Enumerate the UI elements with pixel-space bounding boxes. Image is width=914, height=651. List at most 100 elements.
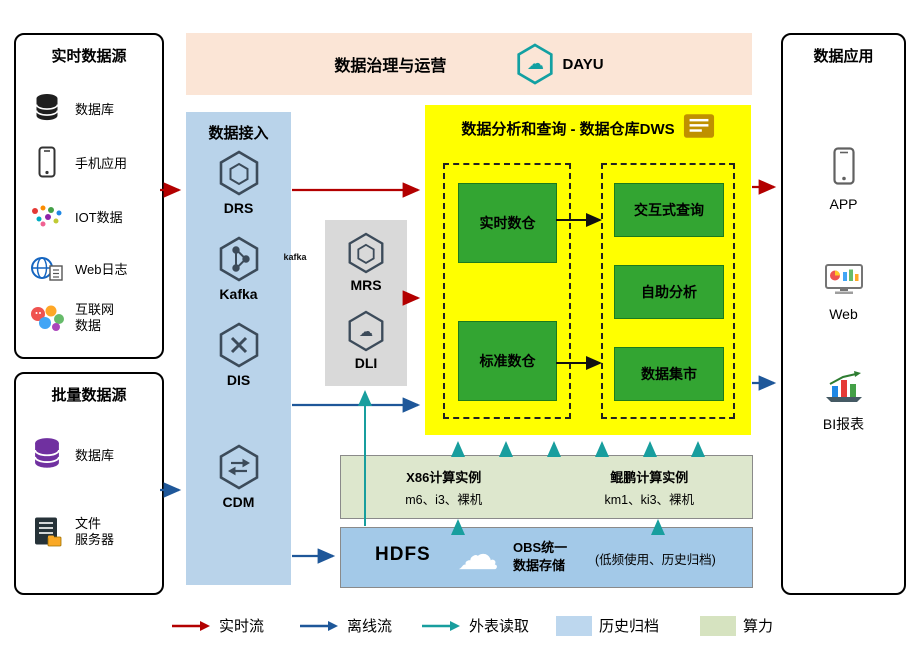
hdfs-label: HDFS [375,544,431,565]
phone-icon [28,146,66,178]
list-item-web-log: Web日志 [28,243,154,293]
item-label-line1: 互联网 [75,302,115,317]
standard-warehouse-box: 标准数仓 [458,321,557,401]
realtime-sources-title: 实时数据源 [51,48,127,65]
web-monitor-icon [824,263,864,300]
app-item-app: APP [783,147,904,212]
app-item-web: Web [783,263,904,322]
list-item-internet-data: 互联网 数据 [28,293,154,343]
functions-group: 交互式查询 自助分析 数据集市 [601,163,735,419]
offline-flow-arrow-icon [300,620,338,631]
database-icon [28,437,66,471]
legend-label: 实时流 [219,618,265,635]
x86-title: X86计算实例 [406,469,482,485]
obs-note: (低频使用、历史归档) [595,553,716,567]
legend-external-read: 外表读取 [422,615,529,636]
dis-label: DIS [226,372,251,388]
service-dli: ☁ [325,310,407,352]
web-label: Web [829,306,858,322]
dws-title: 数据分析和查询 - 数据仓库DWS [461,120,675,138]
item-label: 文件 服务器 [75,516,114,548]
list-item-mobile-app: 手机应用 [28,137,154,187]
service-drs [186,150,291,196]
list-item-database: 数据库 [28,426,154,482]
kafka-label: Kafka [219,286,258,302]
kafka-icon: kafka [218,236,307,282]
item-label: 手机应用 [75,155,128,171]
self-service-analysis-box: 自助分析 [614,265,724,319]
item-label: 数据库 [75,101,115,117]
kunpeng-spec: km1、ki3、裸机 [604,492,695,507]
item-label-line2: 数据 [75,318,102,333]
iot-icon [28,203,66,229]
app-label: APP [829,196,858,212]
app-phone-icon [832,147,855,190]
interactive-query-label: 交互式查询 [634,202,704,218]
kunpeng-instances: 鲲鹏计算实例 km1、ki3、裸机 [547,456,753,518]
external-read-arrow-icon [422,620,460,631]
x86-spec: m6、i3、裸机 [405,492,483,507]
legend-compute-power: 算力 [700,615,773,636]
item-label-line2: 服务器 [75,532,115,547]
dayu-cloud-glyph: ☁ [526,54,544,73]
standard-warehouse-label: 标准数仓 [479,353,536,369]
obs-cloud-icon: ☁ [457,531,499,578]
dws-icon [683,113,715,143]
cdm-icon [218,444,260,490]
obs-label-line2: 数据存储 [513,558,566,573]
legend-realtime-flow: 实时流 [172,615,264,636]
app-item-bi-report: BI报表 [783,371,904,434]
batch-sources-panel: 批量数据源 数据库 文件 服务器 [14,372,164,595]
dli-icon: ☁ [347,310,385,352]
governance-banner: 数据治理与运营 ☁ DAYU [186,33,752,95]
warehouse-group: 实时数仓 标准数仓 [443,163,571,419]
analytics-engines-box: MRS ☁ DLI [325,220,407,386]
list-item-file-server: 文件 服务器 [28,502,154,562]
service-kafka: kafka [186,236,307,282]
obs-label: OBS统一 数据存储 [513,539,567,575]
legend-history-archive: 历史归档 [556,615,659,636]
kafka-wordmark: kafka [283,252,307,262]
data-applications-title: 数据应用 [813,48,874,65]
dli-cloud-glyph: ☁ [359,322,373,339]
realtime-flow-arrow-icon [172,620,210,631]
compute-instances-strip: X86计算实例 m6、i3、裸机 鲲鹏计算实例 km1、ki3、裸机 [340,455,753,519]
internet-data-icon [28,304,66,332]
service-cdm [186,444,291,490]
obs-label-line1: OBS统一 [513,540,568,555]
batch-sources-title: 批量数据源 [51,387,127,404]
self-service-analysis-label: 自助分析 [641,284,697,300]
legend-offline-flow: 离线流 [300,615,392,636]
kunpeng-title: 鲲鹏计算实例 [610,469,689,485]
list-item-iot-data: IOT数据 [28,191,154,241]
storage-strip: HDFS ☁ OBS统一 数据存储 (低频使用、历史归档) [340,527,753,588]
bi-report-label: BI报表 [822,416,865,432]
realtime-sources-panel: 实时数据源 数据库 手机应用 IOT数据 Web日志 [14,33,164,359]
history-archive-swatch [556,615,592,636]
drs-icon [218,150,260,196]
mrs-icon [347,232,385,274]
file-server-icon [28,516,66,548]
data-applications-panel: 数据应用 APP Web BI报表 [781,33,906,595]
item-label: Web日志 [75,261,128,277]
dws-title-row: 数据分析和查询 - 数据仓库DWS [425,105,751,143]
service-dis [186,322,291,368]
item-label: 互联网 数据 [75,302,114,334]
realtime-warehouse-label: 实时数仓 [479,215,536,231]
mrs-label: MRS [350,277,382,293]
item-label: IOT数据 [75,209,123,225]
data-mart-box: 数据集市 [614,347,724,401]
data-ingestion-panel: 数据接入 DRS kafka Kafka DIS CDM [186,112,307,585]
data-mart-label: 数据集市 [641,366,697,382]
legend-label: 离线流 [347,618,393,635]
item-label: 数据库 [75,447,115,463]
interactive-query-box: 交互式查询 [614,183,724,237]
legend-label: 历史归档 [599,618,660,635]
legend-label: 外表读取 [469,618,530,635]
data-ingestion-title: 数据接入 [208,125,269,142]
dayu-icon: ☁ [516,43,554,85]
item-label-line1: 文件 [75,516,102,531]
globe-document-icon [28,255,66,282]
drs-label: DRS [223,200,254,216]
